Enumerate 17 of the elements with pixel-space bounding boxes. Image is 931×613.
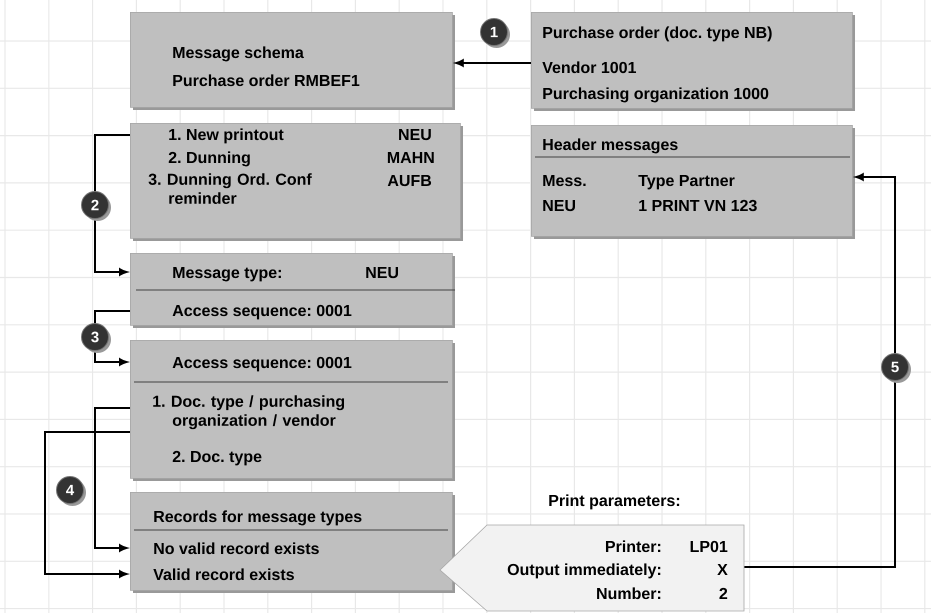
info-box: Message schema Purchase order RMBEF1	[130, 12, 455, 110]
info-box: Purchase order (doc. type NB) Vendor 1001 Purchasing organization 1000	[531, 12, 855, 111]
callout-number: 2	[81, 191, 109, 219]
callout-number: 3	[81, 323, 109, 351]
callout-number: 4	[56, 476, 84, 504]
info-box: 1. New printout NEU 2. Dunning MAHN 3. Dunning Ord. Conf reminder AUFB	[130, 123, 463, 241]
arrow	[456, 59, 531, 67]
arrow	[744, 173, 896, 568]
info-box: Header messages Mess. Type Partner NEU 1 PRINT VN 123	[531, 125, 855, 239]
callout-number: 1	[480, 18, 508, 46]
arrow	[44, 431, 130, 578]
callout-number: 5	[881, 353, 909, 381]
arrow	[94, 407, 130, 552]
info-box: Message type: NEU Access sequence: 0001	[130, 253, 456, 328]
info-box: Records for message types No valid record exists Valid record exists	[130, 492, 455, 593]
info-box: Access sequence: 0001 1. Doc. type / purchasing organization / vendor 2. Doc. type	[130, 340, 455, 481]
node-label: Print parameters:	[549, 494, 680, 510]
